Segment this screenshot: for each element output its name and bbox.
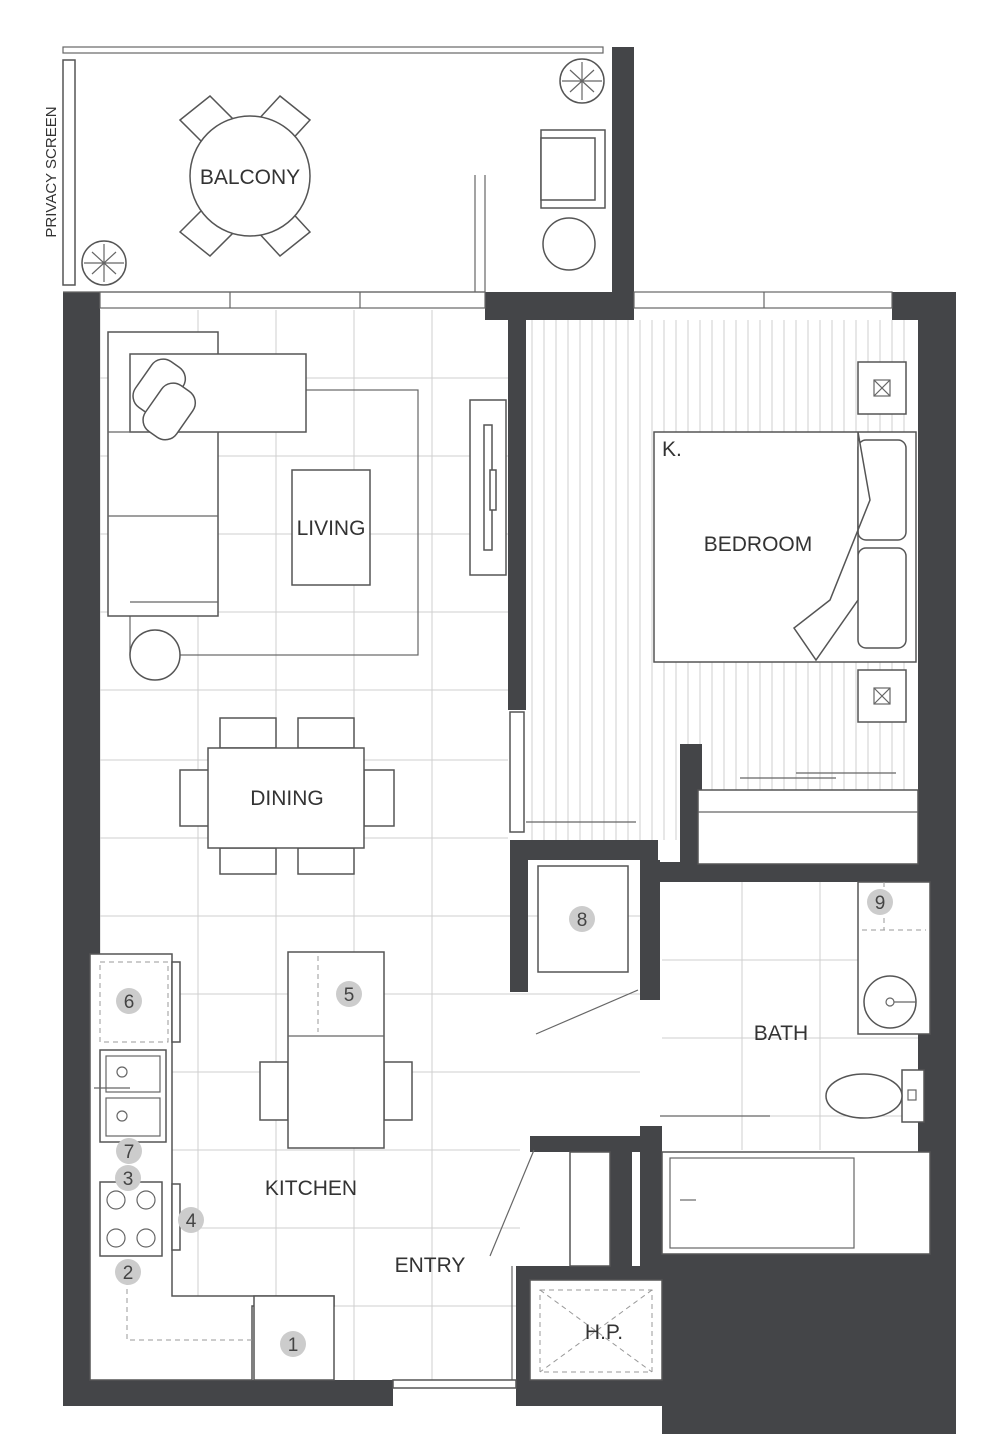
toilet <box>825 1069 925 1123</box>
badge-3: 3 <box>123 1169 134 1190</box>
coffee-table <box>291 469 371 586</box>
living-label: LIVING <box>297 517 366 540</box>
dining-table <box>179 717 395 875</box>
side-table <box>129 629 181 681</box>
balcony-chair <box>540 129 606 271</box>
balcony-table <box>178 94 312 258</box>
dining-label: DINING <box>250 787 324 810</box>
badge-4: 4 <box>186 1211 197 1232</box>
balcony-label: BALCONY <box>200 166 300 189</box>
plant-icon <box>81 58 605 286</box>
sink <box>94 1049 167 1143</box>
bed-size-label: K. <box>662 438 682 461</box>
tv-unit <box>469 399 507 576</box>
doors <box>392 989 770 1389</box>
balcony-area <box>62 46 604 293</box>
badge-6: 6 <box>124 992 135 1013</box>
sofa <box>107 331 307 617</box>
kitchen-island <box>259 951 413 1149</box>
closet <box>509 711 919 865</box>
bath-floor-grid <box>662 882 930 1150</box>
bathtub <box>661 1151 931 1255</box>
entry-label: ENTRY <box>395 1254 466 1277</box>
badge-5: 5 <box>344 985 355 1006</box>
kitchen-label: KITCHEN <box>265 1177 357 1200</box>
badge-9: 9 <box>875 893 886 914</box>
badge-7: 7 <box>124 1142 135 1163</box>
privacy-screen-label: PRIVACY SCREEN <box>43 106 60 237</box>
bed <box>653 431 917 663</box>
walls <box>63 47 956 1434</box>
nightstand <box>857 361 907 723</box>
legend-badges: 1 2 3 4 5 6 7 8 9 <box>115 889 893 1357</box>
dishwasher <box>253 1295 335 1381</box>
badge-2: 2 <box>123 1263 134 1284</box>
hot-water-tank <box>529 1279 663 1381</box>
hp-label: H.P. <box>585 1321 623 1344</box>
bedroom-label: BEDROOM <box>704 533 813 556</box>
windows <box>99 291 893 309</box>
badge-8: 8 <box>577 910 588 931</box>
badge-1: 1 <box>288 1335 299 1356</box>
bath-label: BATH <box>754 1022 808 1045</box>
